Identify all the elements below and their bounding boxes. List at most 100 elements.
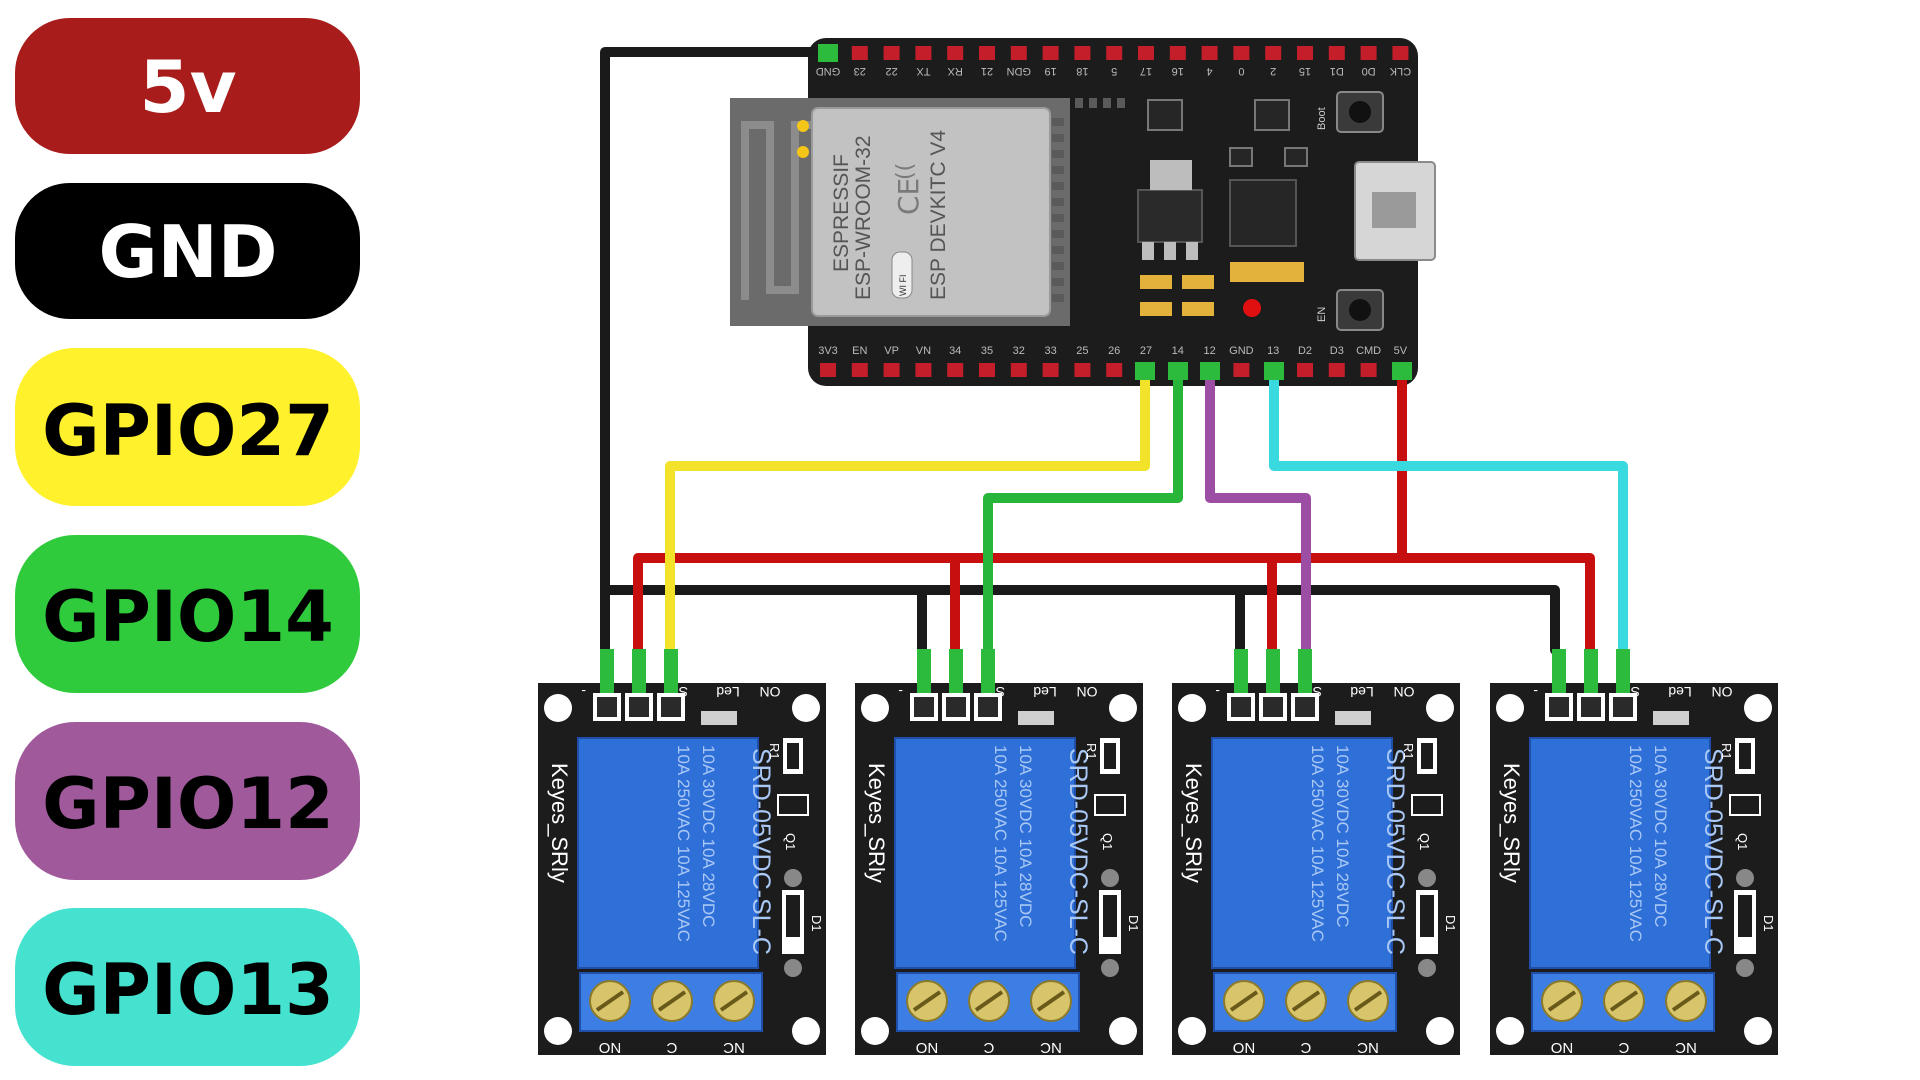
regulator-chip [1137, 189, 1203, 243]
diode-d1-body [1738, 895, 1752, 937]
relay-on-label: ON [1394, 684, 1415, 700]
legend-5v-pill [15, 18, 360, 154]
module-pad [1052, 262, 1064, 270]
relay-led-label: Led [1033, 684, 1056, 700]
top-pin [1392, 46, 1409, 60]
transistor-1 [1147, 99, 1183, 131]
bottom-pin [1042, 363, 1059, 377]
bottom-pin-label: 26 [1108, 345, 1120, 357]
legend-gpio13: GPIO13 [15, 908, 360, 1066]
terminal-c-label: C [983, 1039, 994, 1056]
relay-header-hole [597, 697, 617, 717]
bottom-pin [820, 363, 836, 377]
regulator-tab [1150, 160, 1192, 190]
mounting-hole [861, 1017, 889, 1045]
diode-pad-top [1736, 869, 1754, 887]
top-pin-label: GND [816, 65, 841, 77]
diode-pad-top [784, 869, 802, 887]
top-pin [1138, 46, 1154, 60]
diode-pad-top [1101, 869, 1119, 887]
regulator-pin-3 [1186, 242, 1198, 260]
mounting-hole [544, 1017, 572, 1045]
legend-gpio14: GPIO14 [15, 535, 360, 693]
terminal-no-label: NO [1233, 1039, 1256, 1056]
terminal-screw-slot [1671, 990, 1701, 1012]
top-pin [915, 46, 932, 60]
board-name: ESP DEVKITC V4 [927, 130, 950, 300]
module-pad [1052, 230, 1064, 238]
bottom-pin-label: 3V3 [818, 345, 838, 357]
module-pads [1052, 98, 1125, 302]
bottom-pin-label: 33 [1044, 345, 1056, 357]
bottom-pin [1233, 363, 1250, 377]
relay-rating-1: 10A 250VAC 10A 125VAC [674, 745, 693, 942]
legend-gnd-label: GND [98, 210, 277, 294]
relay-rating-2: 10A 30VDC 10A 28VDC [1651, 745, 1670, 927]
resistor-r1-body [1739, 743, 1751, 769]
top-pin-label: 21 [981, 65, 993, 77]
module-pad [1052, 198, 1064, 206]
legend-gpio14-pill [15, 535, 360, 693]
q1-label: Q1 [1417, 833, 1432, 850]
mounting-hole [1496, 694, 1524, 722]
top-pin [1297, 46, 1313, 60]
bottom-pin-label: CMD [1356, 345, 1381, 357]
top-pin-label: 0 [1238, 65, 1244, 77]
relay-wire-clip [600, 649, 614, 693]
mounting-hole [1744, 694, 1772, 722]
transistor-q1 [1411, 794, 1443, 816]
top-pin [1328, 46, 1345, 60]
legend-gnd-pill [15, 183, 360, 319]
top-pin-label: RX [947, 65, 963, 77]
terminal-no-label: NO [599, 1039, 622, 1056]
resistor-array [1230, 262, 1304, 282]
usb-uart-chip [1229, 179, 1297, 247]
relay-header-hole [1613, 697, 1633, 717]
relay-header-hole [946, 697, 966, 717]
bottom-pin-label: VN [916, 345, 931, 357]
r1-label: R1 [1719, 743, 1734, 760]
relay-header-hole [629, 697, 649, 717]
relay-brand: Keyes_SRly [1181, 763, 1206, 883]
mounting-hole [1496, 1017, 1524, 1045]
relay-header-hole [1231, 697, 1251, 717]
relay-wire-clip [1234, 649, 1248, 693]
relay-header-hole [1295, 697, 1315, 717]
bottom-pin-label: GND [1229, 345, 1254, 357]
relay-led-label: Led [716, 684, 739, 700]
cap-1 [1140, 275, 1172, 289]
resistor-r1-body [1421, 743, 1433, 769]
diode-d1-body [786, 895, 800, 937]
relay-wire-clip [949, 649, 963, 693]
module-vendor: ESPRESSIF [830, 154, 853, 272]
top-pin-label: 22 [885, 65, 897, 77]
top-pin-label: D0 [1362, 65, 1376, 77]
terminal-no-label: NO [1551, 1039, 1574, 1056]
ce-mark-icon: CE [892, 178, 925, 215]
pin-marker-gnd [818, 44, 838, 62]
relay-wire-clip [1584, 649, 1598, 693]
relay-header-hole [978, 697, 998, 717]
relay-brand: Keyes_SRly [864, 763, 889, 883]
top-pin-label: TX [916, 65, 931, 77]
wire-gpio13 [1269, 365, 1628, 655]
diode-d1-body [1420, 895, 1434, 937]
bottom-pin [851, 363, 868, 377]
legend-gpio27: GPIO27 [15, 348, 360, 506]
mounting-hole [1744, 1017, 1772, 1045]
boot-button-cap [1349, 101, 1371, 123]
bottom-pin-label: 27 [1140, 345, 1152, 357]
terminal-no-label: NO [916, 1039, 939, 1056]
top-pin [1169, 46, 1186, 60]
terminal-nc-label: NC [723, 1039, 745, 1056]
bottom-pin-label: 34 [949, 345, 961, 357]
mounting-hole [1109, 1017, 1137, 1045]
regulator-pin-2 [1164, 242, 1176, 260]
relay-on-label: ON [760, 684, 781, 700]
top-pin-label: 2 [1270, 65, 1276, 77]
terminal-screw-slot [719, 990, 749, 1012]
diode-d1-body [1103, 895, 1117, 937]
